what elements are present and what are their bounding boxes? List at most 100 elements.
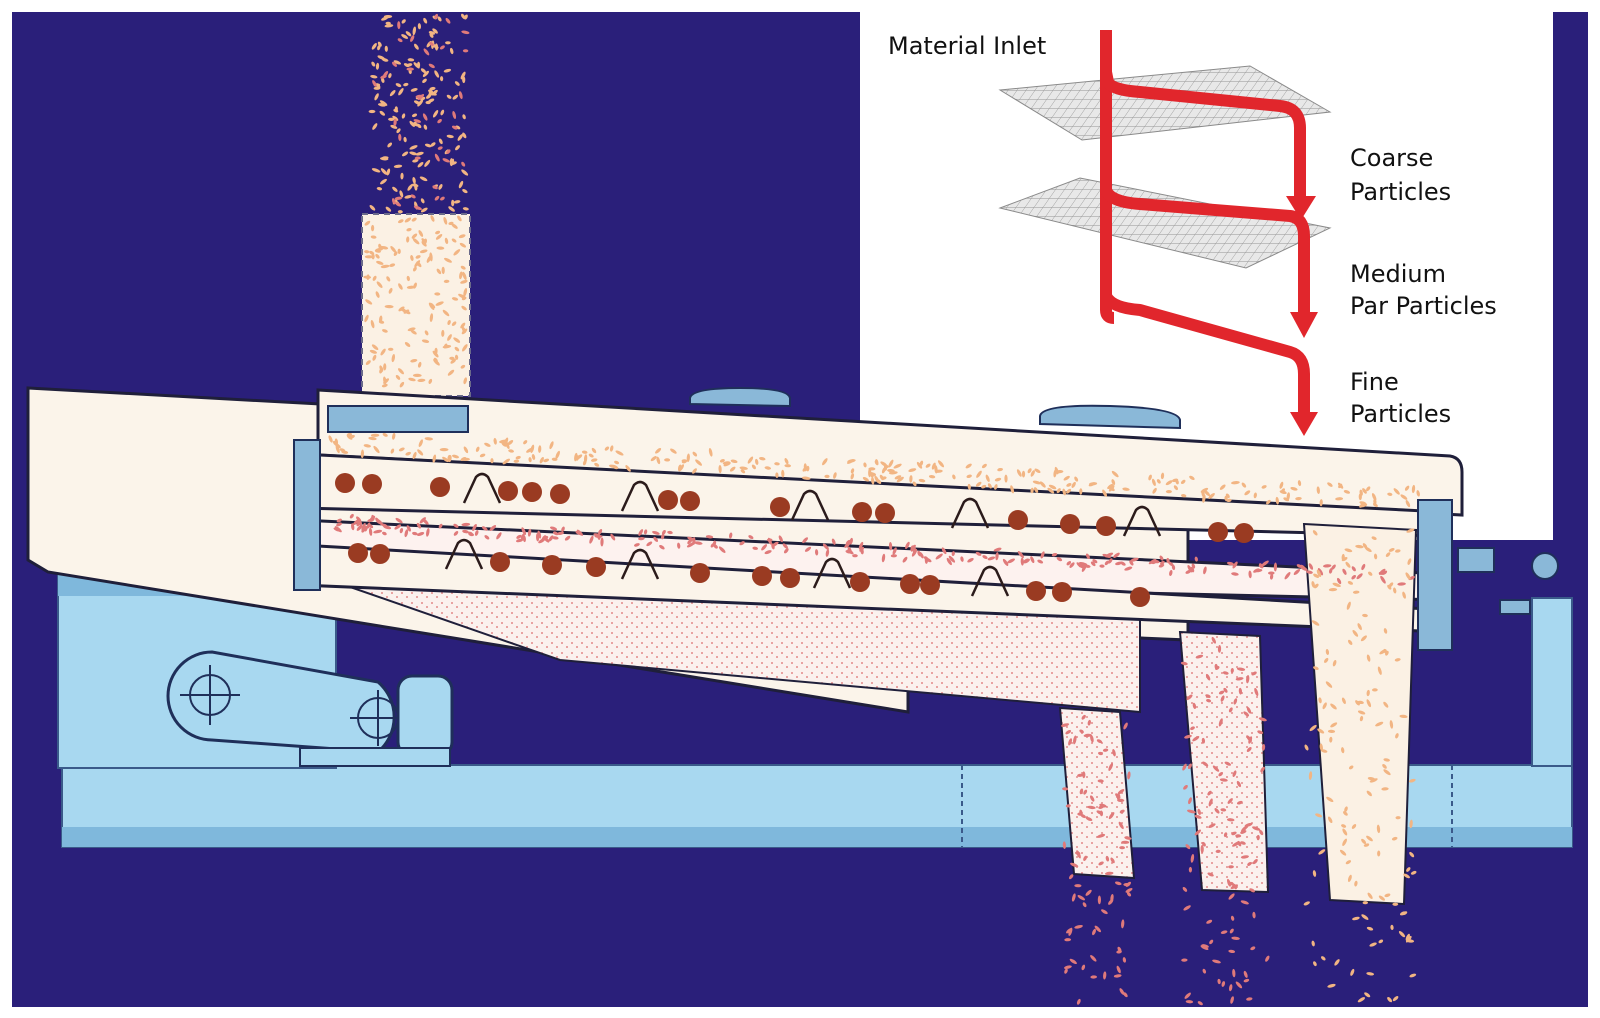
fine-falling-particle [1081,964,1086,971]
fine-layer-particle [404,529,409,538]
feed-particle [432,28,438,34]
fine-falling-particle [1065,804,1071,808]
feed-layer-particle [531,454,536,460]
fine-layer-particle [783,548,789,554]
medium-falling-particle [1219,778,1228,782]
fine-layer-particle [925,557,932,563]
feed-layer-particle [447,454,451,462]
chute-particle [454,354,459,360]
feed-particle [393,60,402,65]
feed-layer-particle [1107,483,1114,490]
medium-falling-particle [1236,667,1246,671]
fine-layer-particle [804,546,812,552]
fine-layer-particle [814,549,819,556]
medium-falling-particle [1208,798,1213,807]
fine-falling-particle [1104,871,1114,876]
feed-particle [406,67,414,71]
fine-falling-particle [1119,988,1125,995]
feed-layer-particle [994,477,1002,482]
fine-falling-particle [1092,928,1096,936]
medium-falling-particle [1249,888,1255,893]
feed-particle [385,206,392,212]
feed-particle [377,44,381,51]
chute-particle [448,221,454,226]
feed-particle [368,109,376,114]
feed-particle [461,30,470,35]
fine-layer-particle [1069,562,1075,568]
fine-falling-particle [1124,836,1132,840]
feed-layer-particle [370,433,380,437]
feed-layer-particle [1266,499,1271,505]
feed-particle [403,82,409,87]
coarse-falling-particle [1332,582,1341,588]
coarse-falling-particle [1394,658,1401,662]
medium-falling-particle [1201,944,1209,948]
medium-falling-particle [1240,900,1249,905]
feed-layer-particle [1219,484,1226,490]
feed-layer-particle [681,460,687,464]
chute-particle [421,240,427,247]
feed-layer-particle [952,474,956,480]
coarse-falling-particle [1388,582,1394,588]
fine-falling-particle [1061,723,1070,727]
fine-layer-particle [659,544,665,550]
chute-particle [460,322,466,329]
chute-particle [459,271,463,280]
chute-particle [398,283,403,290]
fine-falling-particle [1062,787,1069,791]
feed-layer-particle [997,467,1003,472]
coarse-falling-particle [1375,721,1384,727]
fine-layer-particle [1051,552,1058,557]
chute-particle [417,361,422,368]
feed-particle [409,151,418,156]
fine-falling-particle [1065,730,1072,735]
feed-particle [414,156,421,160]
coarse-falling-particle [1395,549,1401,553]
fine-layer-particle [687,536,696,542]
feed-layer-particle [1241,482,1247,488]
fine-arrowhead [1290,412,1318,436]
coarse-falling-particle [1329,736,1333,743]
fine-falling-particle [1070,862,1079,868]
fine-layer-particle [822,543,829,550]
fine-layer-particle [1104,560,1110,566]
inspection-cover-1 [689,386,791,408]
fine-layer-particle [1037,559,1044,564]
fine-layer-particle [1269,573,1274,580]
fine-layer-particle [461,522,471,527]
fine-layer-particle [1342,568,1347,575]
coarse-falling-particle [1405,935,1412,943]
fine-falling-particle [1063,965,1072,970]
fine-layer-particle [594,534,603,538]
fine-falling-particle [1087,719,1091,726]
coarse-ball [690,563,710,583]
coarse-falling-particle [1318,849,1326,855]
medium-falling-particle [1235,677,1244,681]
fine-layer-particle [905,541,910,550]
feed-particle [411,183,419,188]
fine-layer-particle [652,530,660,535]
fine-falling-particle [1119,809,1125,814]
fine-layer-particle [919,552,924,559]
coarse-falling-particle [1362,613,1368,618]
chute-particle [433,357,438,363]
medium-falling-particle [1228,893,1235,900]
fine-layer-particle [1124,566,1133,571]
coarse-ball [875,503,895,523]
coarse-falling-particle [1405,933,1410,941]
medium-falling-particle [1236,780,1242,788]
feed-layer-particle [1393,488,1400,495]
fine-layer-particle [419,517,426,524]
fine-layer-particle [1378,568,1386,575]
feed-layer-particle [759,456,766,461]
coarse-falling-particle [1410,870,1417,875]
feed-particle [413,62,420,69]
chute-particle [429,252,433,262]
medium-falling-particle [1220,808,1227,812]
feed-layer-particle [833,472,837,479]
coarse-falling-particle [1330,703,1337,710]
feed-particle [401,34,409,39]
medium-falling-particle [1227,798,1233,804]
medium-falling-particle [1180,661,1188,666]
chute-particle [453,337,461,343]
